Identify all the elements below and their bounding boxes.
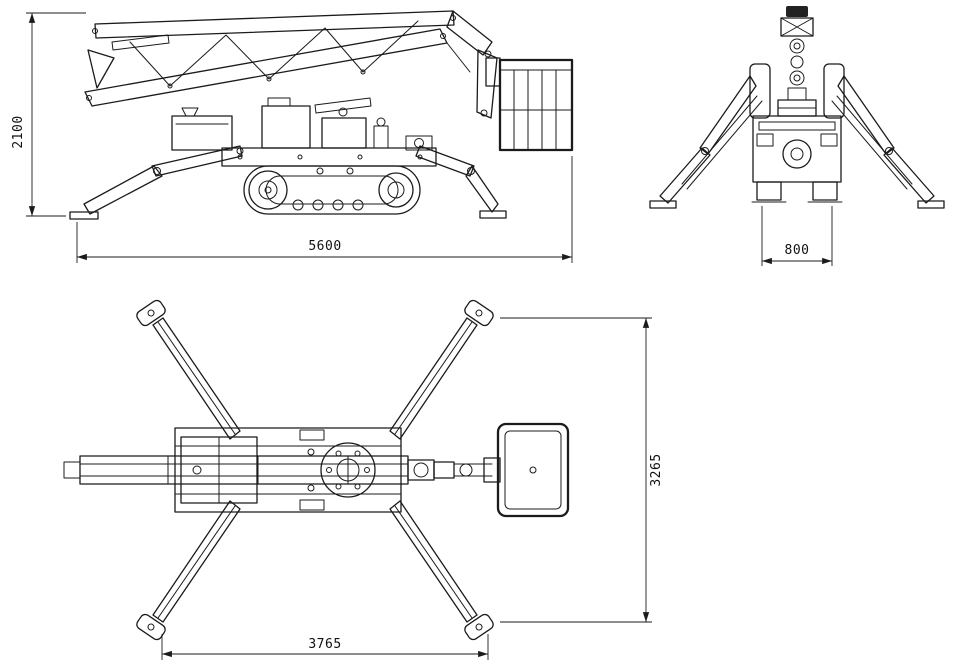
dim-label-chassis-width: 800 xyxy=(785,243,810,258)
plan-outrigger-upper-left xyxy=(135,299,240,439)
front-outrigger-mounts xyxy=(750,64,844,118)
dim-label-overall-length: 5600 xyxy=(308,239,341,254)
front-body xyxy=(753,116,841,182)
plan-outrigger-lower-right xyxy=(390,501,495,641)
plan-view: 3265 3765 xyxy=(64,299,664,660)
side-outrigger-right xyxy=(416,146,506,218)
side-chassis xyxy=(172,98,436,166)
plan-outrigger-lower-left xyxy=(135,501,240,641)
side-track xyxy=(244,166,420,214)
side-basket xyxy=(486,58,572,150)
plan-chassis xyxy=(175,428,401,512)
side-boom-head xyxy=(447,11,497,118)
front-outrigger-right xyxy=(832,76,944,208)
dim-overall-height: 2100 xyxy=(11,13,86,216)
front-view: 800 xyxy=(650,6,944,266)
side-turret xyxy=(315,98,371,148)
front-tracks xyxy=(752,182,842,202)
dim-overall-length: 5600 xyxy=(77,156,572,263)
plan-basket xyxy=(484,424,568,516)
dim-chassis-width: 800 xyxy=(762,206,832,266)
plan-boom xyxy=(64,456,492,484)
dim-footprint-width: 3265 xyxy=(500,318,664,622)
front-mast xyxy=(778,6,816,116)
side-view: 2100 5600 xyxy=(11,11,572,263)
dim-label-footprint-length: 3765 xyxy=(308,637,341,652)
side-outrigger-left xyxy=(70,146,243,219)
side-boom xyxy=(85,11,456,106)
front-outrigger-left xyxy=(650,76,762,208)
plan-outrigger-upper-right xyxy=(390,299,495,439)
dim-label-overall-height: 2100 xyxy=(11,115,26,148)
dim-footprint-length: 3765 xyxy=(162,634,488,660)
dim-label-footprint-width: 3265 xyxy=(649,453,664,486)
